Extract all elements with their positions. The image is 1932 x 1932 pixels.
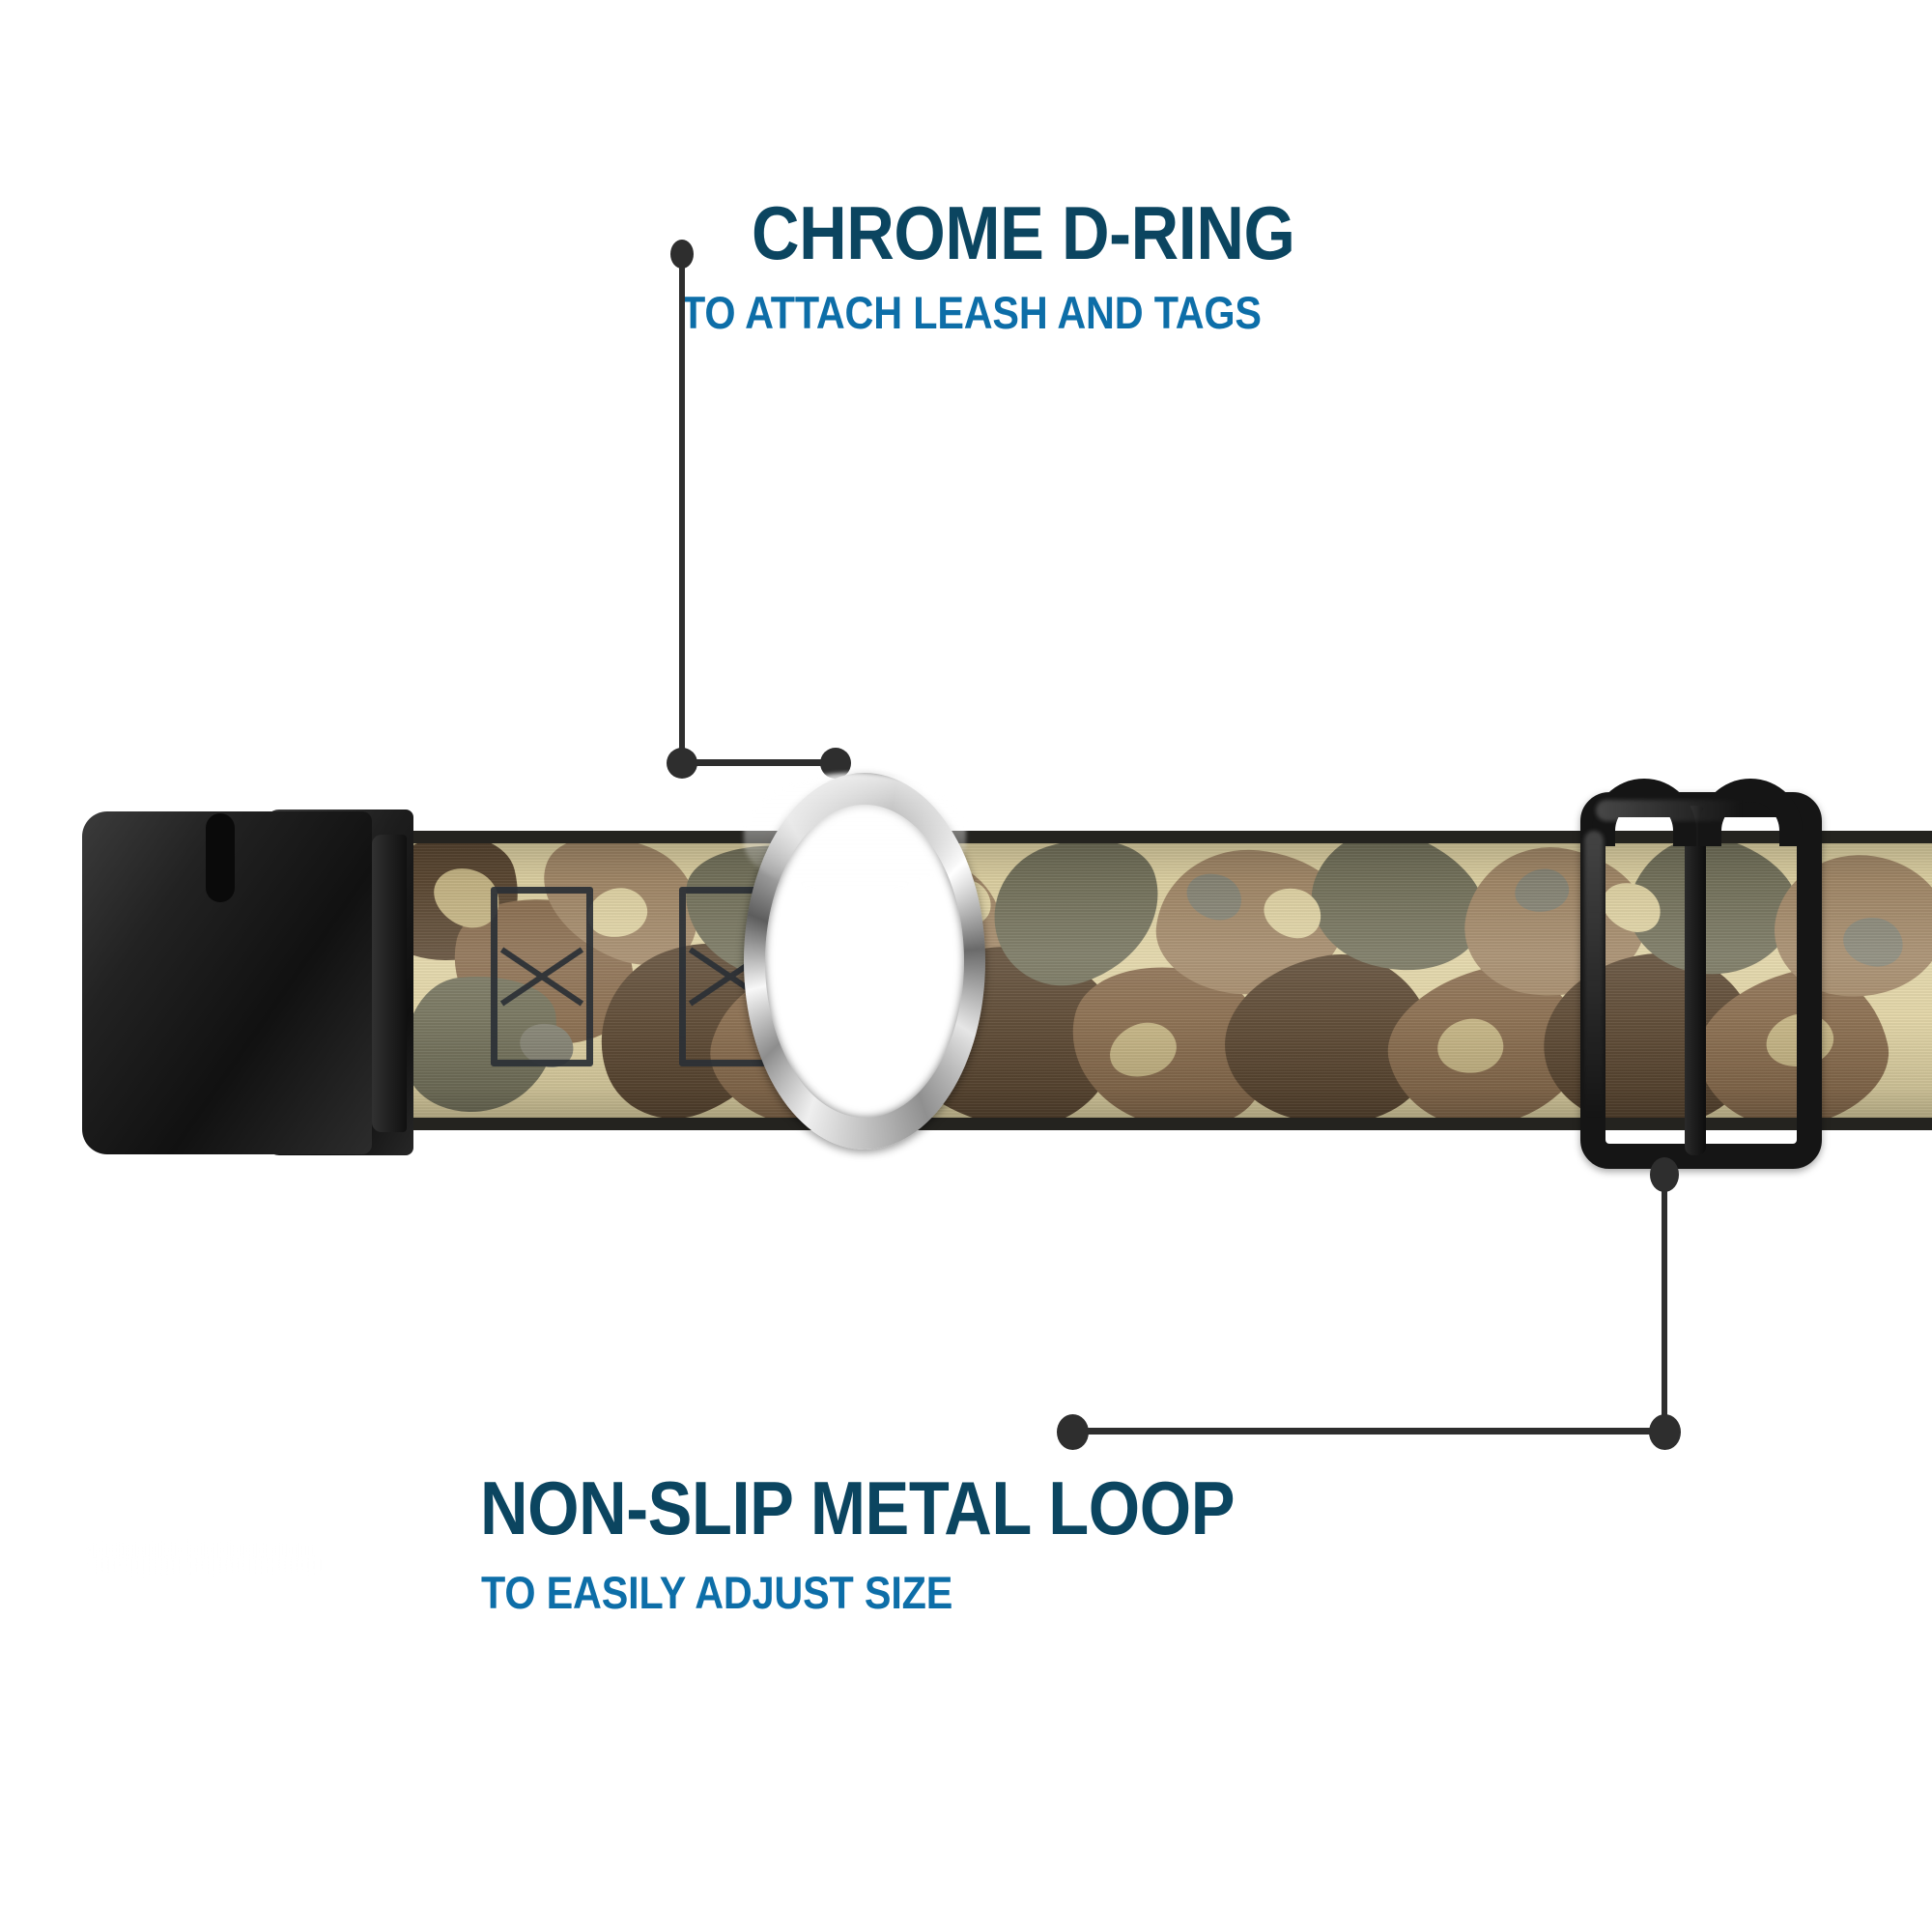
- buckle-release-notch: [82, 1135, 156, 1261]
- leader-dot-bottom-target: [1057, 1414, 1089, 1450]
- slider-frame: [1580, 792, 1822, 1169]
- webbing-edge-bottom: [394, 1118, 1932, 1130]
- leader-segment-vertical-top: [679, 261, 685, 763]
- chrome-d-ring-hardware[interactable]: [744, 773, 985, 1179]
- metal-slider-hardware[interactable]: [1580, 779, 1822, 1169]
- callout-subtitle-non-slip-metal-loop: TO EASILY ADJUST SIZE: [481, 1567, 953, 1618]
- box-x-stitch: [491, 887, 593, 1066]
- slider-center-bar: [1685, 806, 1706, 1155]
- buckle-highlight-lower: [82, 1558, 324, 1572]
- buckle-webbing-gap: [82, 1261, 98, 1543]
- callout-title-non-slip-metal-loop: NON-SLIP METAL LOOP: [480, 1465, 1236, 1550]
- buckle-highlight-upper: [82, 1543, 314, 1558]
- leader-segment-horizontal-bottom: [1070, 1428, 1658, 1435]
- buckle-webbing-lip: [372, 835, 407, 1132]
- slider-highlight-left: [1584, 831, 1604, 1121]
- callout-title-chrome-d-ring: CHROME D-RING: [752, 190, 1295, 275]
- buckle-prong-slot: [206, 813, 235, 902]
- slider-highlight-top: [1596, 800, 1806, 821]
- callout-subtitle-chrome-d-ring: TO ATTACH LEASH AND TAGS: [681, 287, 1262, 338]
- camouflage-pattern: [394, 831, 1932, 1130]
- side-release-buckle[interactable]: [82, 792, 488, 1572]
- d-ring-gloss-highlight: [744, 773, 966, 889]
- leader-segment-vertical-bottom: [1662, 1180, 1667, 1434]
- leader-segment-horizontal-top: [682, 759, 837, 766]
